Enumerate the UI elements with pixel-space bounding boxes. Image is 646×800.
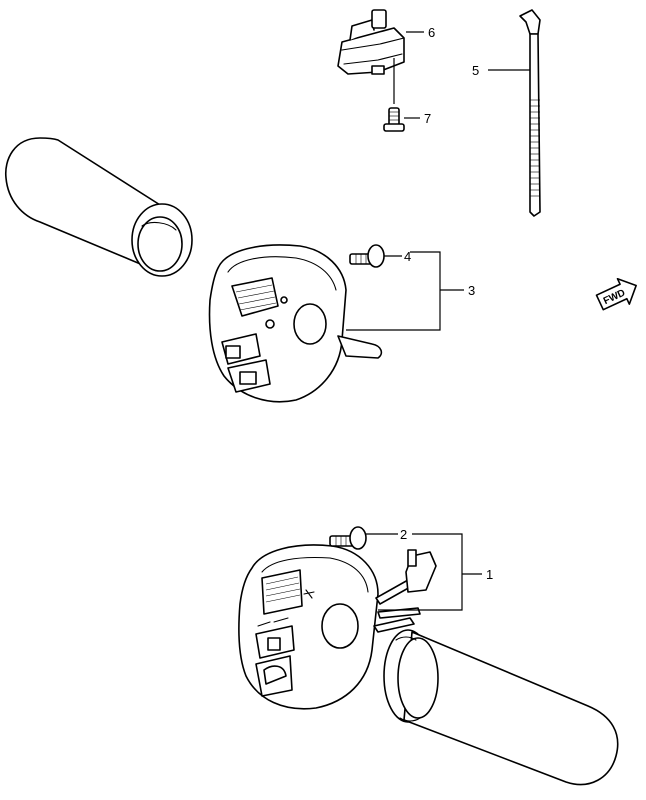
part-7-screw	[383, 107, 405, 132]
callout-3: 3	[468, 283, 475, 298]
part-6-connector	[337, 9, 405, 75]
fwd-arrow-icon: FWD	[595, 277, 637, 311]
right-throttle-grip	[383, 629, 619, 786]
callout-7: 7	[424, 111, 431, 126]
callout-2: 2	[400, 527, 407, 542]
callout-5: 5	[472, 63, 479, 78]
part-3-left-switch-housing	[208, 244, 383, 403]
part-2-screw	[329, 526, 367, 550]
callout-6: 6	[428, 25, 435, 40]
callout-1: 1	[486, 567, 493, 582]
part-4-screw	[349, 244, 385, 268]
left-grip	[4, 137, 193, 277]
part-1-right-switch-housing	[238, 544, 421, 710]
callout-4: 4	[404, 249, 411, 264]
leader-3	[346, 251, 441, 331]
leader-1	[378, 533, 463, 611]
part-5-cable-tie	[519, 9, 541, 217]
part-1-connector	[405, 549, 437, 593]
